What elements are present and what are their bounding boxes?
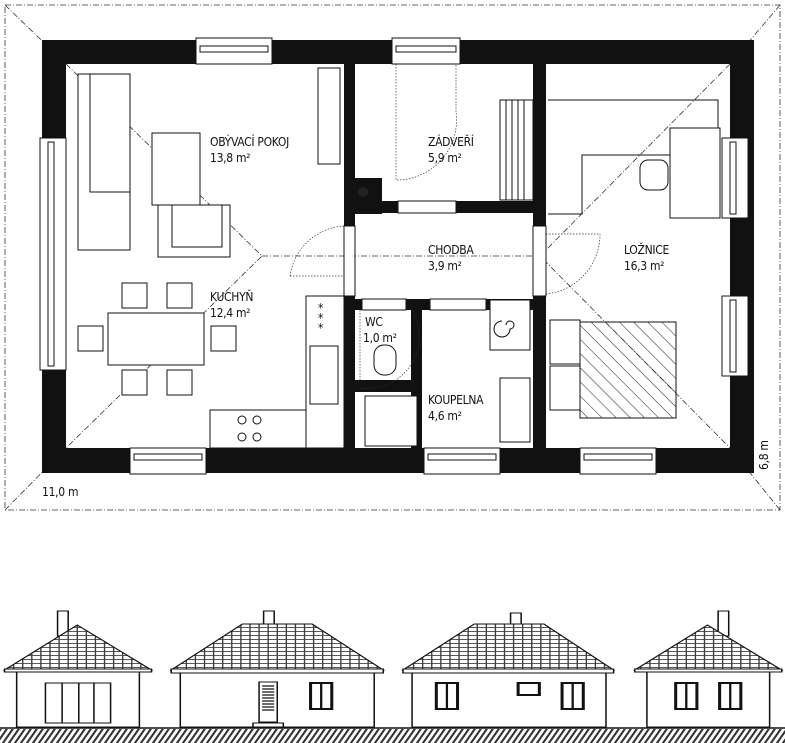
svg-text:*: * bbox=[318, 301, 324, 315]
room-area-bathroom: 4,6 m² bbox=[428, 409, 462, 423]
ground-hatch bbox=[0, 729, 785, 743]
elevation-west bbox=[2, 610, 154, 728]
room-area-living: 13,8 m² bbox=[210, 151, 250, 165]
room-labels: OBÝVACÍ POKOJ 13,8 m² ZÁDVEŘÍ 5,9 m² CHO… bbox=[42, 134, 771, 499]
room-name-bathroom: KOUPELNA bbox=[428, 393, 484, 407]
dimension-depth: 6,8 m bbox=[757, 440, 771, 470]
room-name-bedroom: LOŽNICE bbox=[624, 242, 669, 257]
door-swings bbox=[289, 64, 601, 389]
room-area-bedroom: 16,3 m² bbox=[624, 259, 664, 273]
room-area-hallway: 3,9 m² bbox=[428, 259, 462, 273]
entrance-door bbox=[258, 681, 279, 723]
windows bbox=[39, 37, 749, 475]
svg-text:*: * bbox=[318, 311, 324, 325]
dimension-width: 11,0 m bbox=[42, 485, 78, 499]
elevation-south bbox=[169, 610, 386, 728]
svg-text:*: * bbox=[318, 321, 324, 335]
roof-outline bbox=[4, 4, 781, 511]
room-name-living: OBÝVACÍ POKOJ bbox=[210, 134, 289, 149]
elevation-north bbox=[401, 612, 616, 728]
room-name-wc: WC bbox=[365, 315, 383, 329]
room-area-wc: 1,0 m² bbox=[363, 331, 397, 345]
furniture: *** bbox=[77, 67, 721, 449]
room-area-kitchen: 12,4 m² bbox=[210, 306, 250, 320]
window-small bbox=[516, 682, 541, 696]
room-name-hallway: CHODBA bbox=[428, 243, 474, 257]
elevation-east bbox=[632, 610, 784, 728]
room-name-kitchen: KUCHYŇ bbox=[210, 289, 253, 304]
room-area-entry: 5,9 m² bbox=[428, 151, 462, 165]
facade bbox=[646, 671, 771, 728]
room-name-entry: ZÁDVEŘÍ bbox=[428, 134, 474, 149]
